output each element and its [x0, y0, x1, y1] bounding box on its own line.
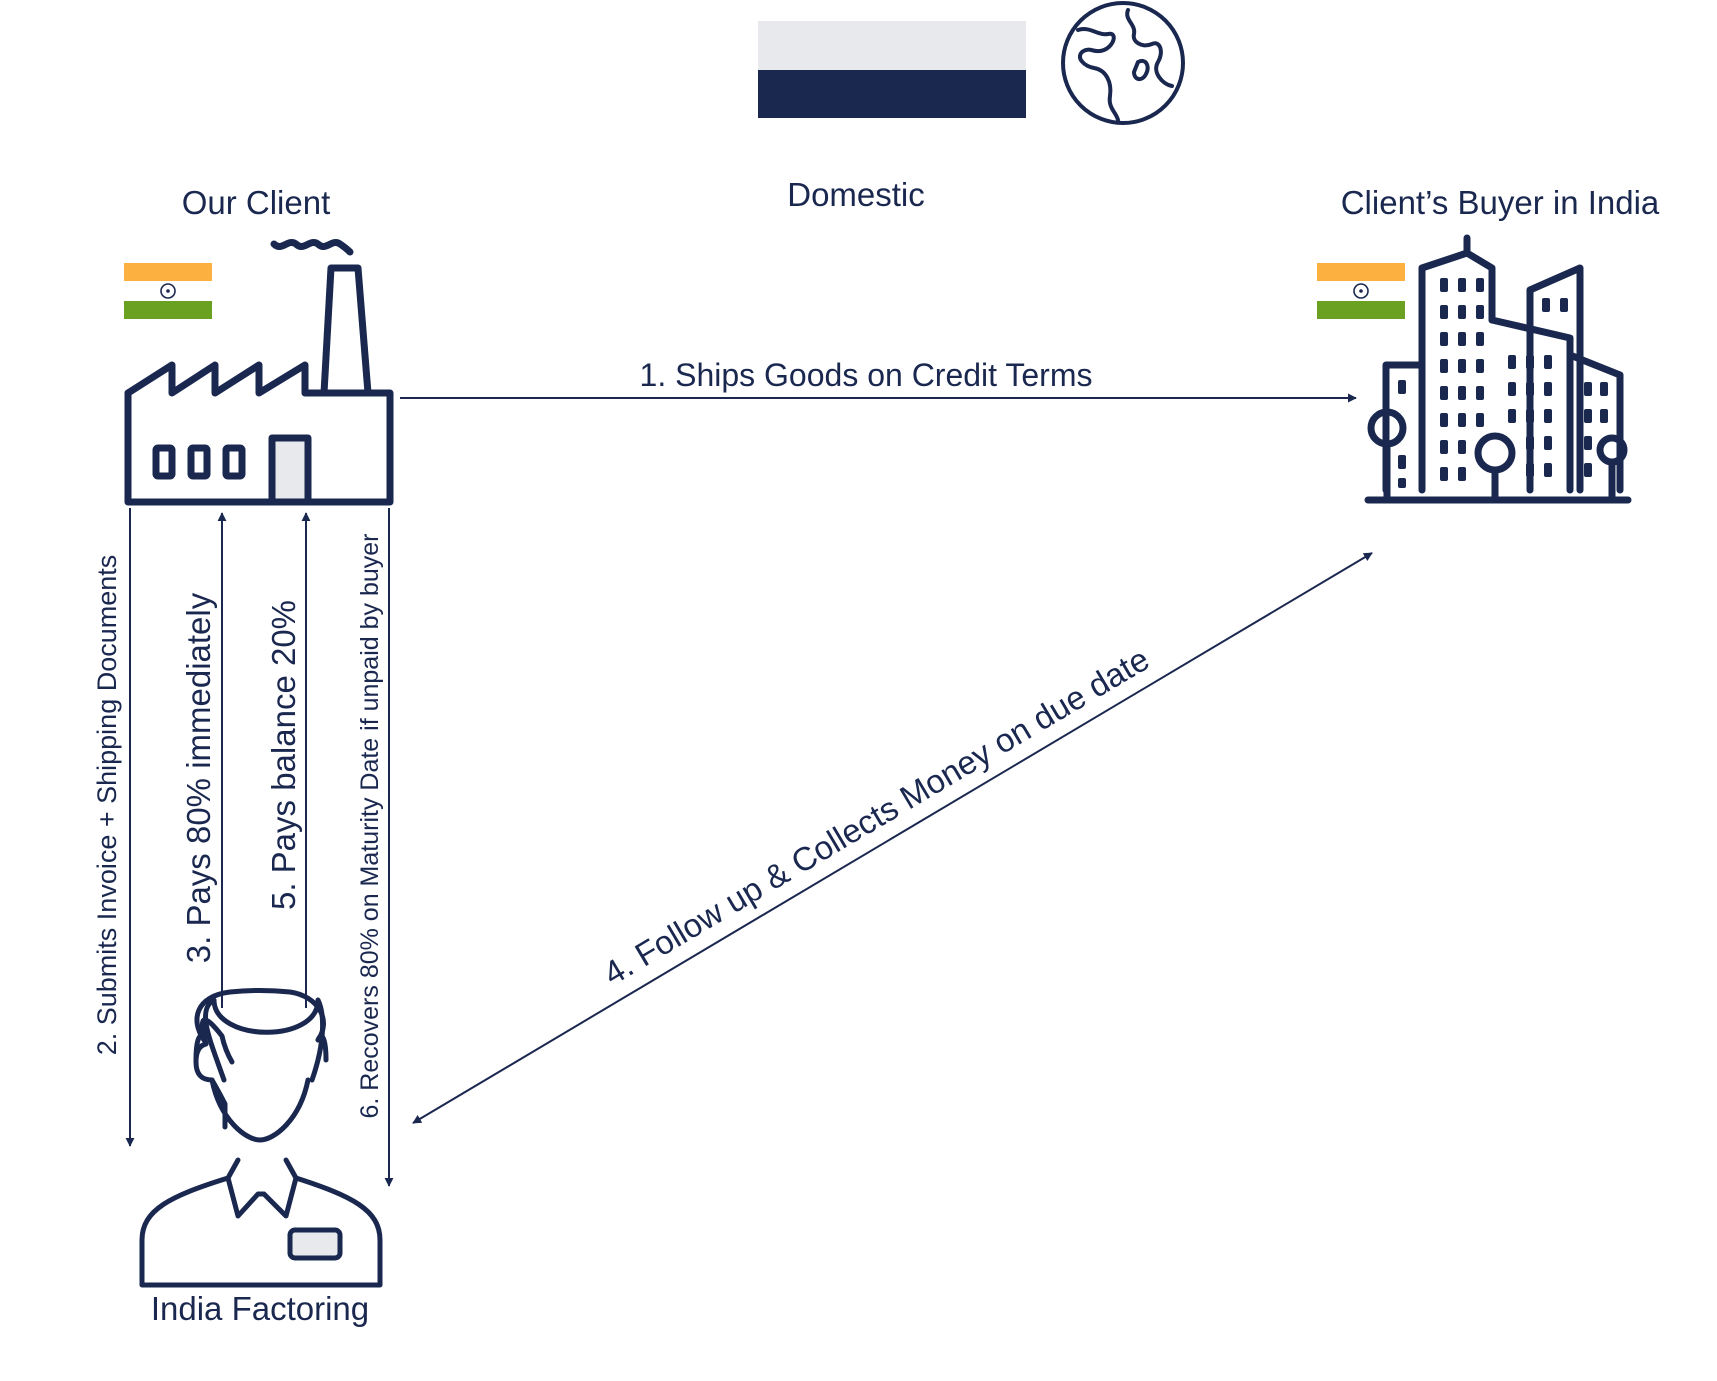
step-3-label: 3. Pays 80% immediately [180, 592, 217, 963]
step-5-label: 5. Pays balance 20% [265, 600, 302, 910]
mode-title: Domestic [787, 176, 925, 213]
building-windows [1398, 278, 1608, 488]
factory-icon [124, 239, 394, 506]
client-label: Our Client [182, 184, 331, 221]
step-6-label: 6. Recovers 80% on Maturity Date if unpa… [356, 533, 384, 1118]
step-1-label: 1. Ships Goods on Credit Terms [640, 357, 1093, 393]
arrow-step-4 [412, 552, 1373, 1124]
buyer-label: Client’s Buyer in India [1341, 184, 1660, 221]
india-flag-icon [123, 262, 213, 320]
person-icon [139, 988, 383, 1288]
factor-label: India Factoring [151, 1290, 369, 1327]
city-buildings-icon [1364, 234, 1632, 504]
globe-icon [1061, 1, 1185, 125]
flow-arrows [125, 393, 1373, 1187]
step-4-label: 4. Follow up & Collects Money on due dat… [597, 640, 1155, 992]
india-flag-icon [1316, 262, 1406, 320]
step-2-label: 2. Submits Invoice + Shipping Documents [92, 555, 122, 1056]
domestic-legend-bar [758, 21, 1026, 118]
